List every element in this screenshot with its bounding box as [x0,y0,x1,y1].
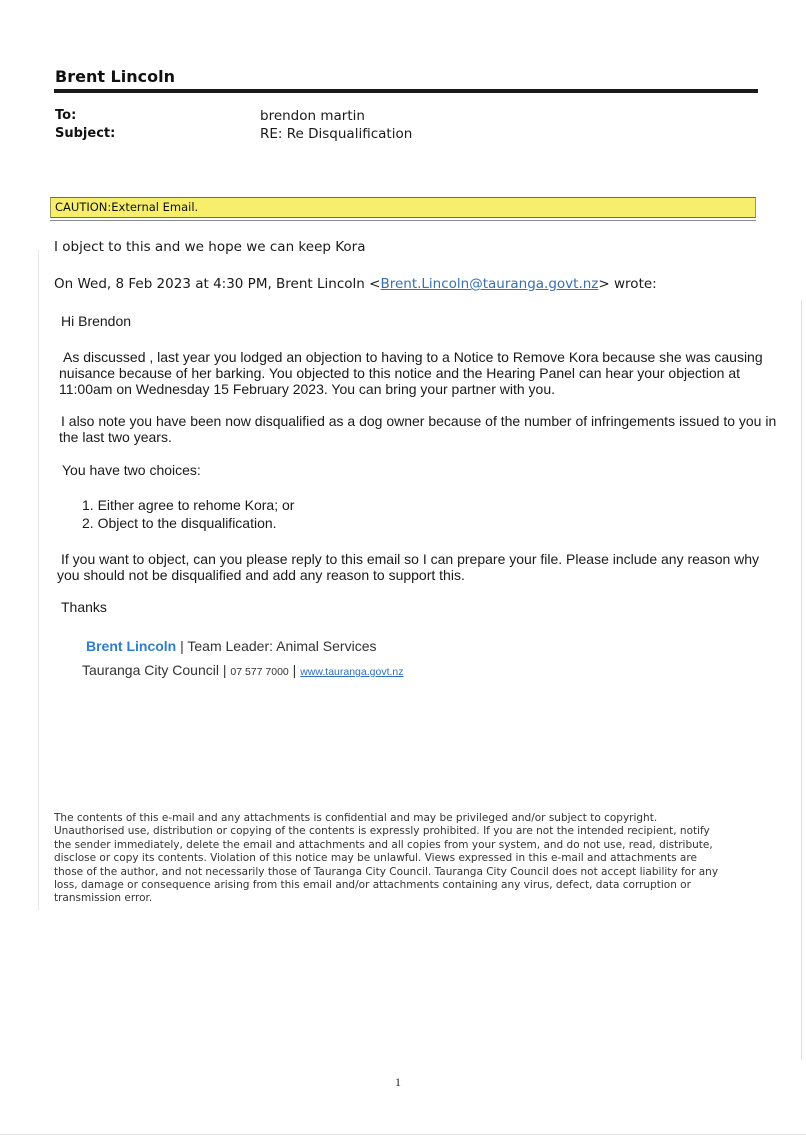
quoted-greeting: Hi Brendon [61,313,132,329]
signature-role: | Team Leader: Animal Services [176,638,377,654]
disclaimer-line: The contents of this e-mail and any atta… [54,812,658,824]
disclaimer: The contents of this e-mail and any atta… [54,812,754,906]
disclaimer-line: transmission error. [54,892,153,905]
caution-divider [50,220,756,221]
list-item: 2. Object to the disqualification. [82,515,277,531]
sender-email-link[interactable]: Brent.Lincoln@tauranga.govt.nz [380,276,599,292]
disclaimer-line: loss, damage or consequence arising from… [54,879,691,892]
quoted-choices-intro: You have two choices: [62,462,201,478]
sender-name: Brent Lincoln [55,67,175,86]
to-label: To: [55,108,77,123]
signature-org: Tauranga City Council | [82,662,231,678]
quote-header-suffix: > wrote: [598,276,657,292]
signature-phone: 07 577 7000 [230,666,289,678]
scan-edge-left [38,250,39,910]
signature-separator: | [288,662,301,678]
disclaimer-line: Unauthorised use, distribution or copyin… [54,825,710,838]
reply-body: I object to this and we hope we can keep… [54,239,366,255]
caution-banner: CAUTION:External Email. [50,197,756,218]
quoted-thanks: Thanks [61,599,107,615]
quoted-para1-line1: As discussed , last year you lodged an o… [63,349,763,365]
to-value: brendon martin [260,108,365,124]
quoted-para1-line2: nuisance because of her barking. You obj… [59,365,741,381]
quoted-para3-line2: you should not be disqualified and add a… [57,567,465,583]
signature-name: Brent Lincoln [86,638,177,654]
quoted-para3-line1: If you want to object, can you please re… [61,551,760,567]
disclaimer-line: the sender immediately, delete the email… [54,838,713,851]
quoted-para1-line3: 11:00am on Wednesday 15 February 2023. Y… [59,381,556,397]
quote-header-prefix: On Wed, 8 Feb 2023 at 4:30 PM, Brent Lin… [54,276,381,292]
caution-text: CAUTION:External Email. [55,200,199,214]
disclaimer-line: those of the author, and not necessarily… [54,865,719,878]
page-number: 1 [395,1075,401,1089]
signature-name-line: Brent Lincoln | Team Leader: Animal Serv… [86,638,377,654]
scan-edge-right [801,300,802,1060]
subject-value: RE: Re Disqualification [260,126,413,142]
list-item: 1. Either agree to rehome Kora; or [82,497,295,513]
header-divider [54,89,758,93]
quote-header: On Wed, 8 Feb 2023 at 4:30 PM, Brent Lin… [54,276,657,292]
quoted-para2-line2: the last two years. [59,429,172,445]
disclaimer-line: disclose or copy its contents. Violation… [54,852,697,865]
signature-org-line: Tauranga City Council | 07 577 7000 | ww… [82,662,404,678]
signature-website-link[interactable]: www.tauranga.govt.nz [300,666,404,678]
subject-label: Subject: [55,126,116,141]
scan-edge-bottom [0,1134,806,1135]
quoted-para2-line1: I also note you have been now disqualifi… [61,413,777,429]
